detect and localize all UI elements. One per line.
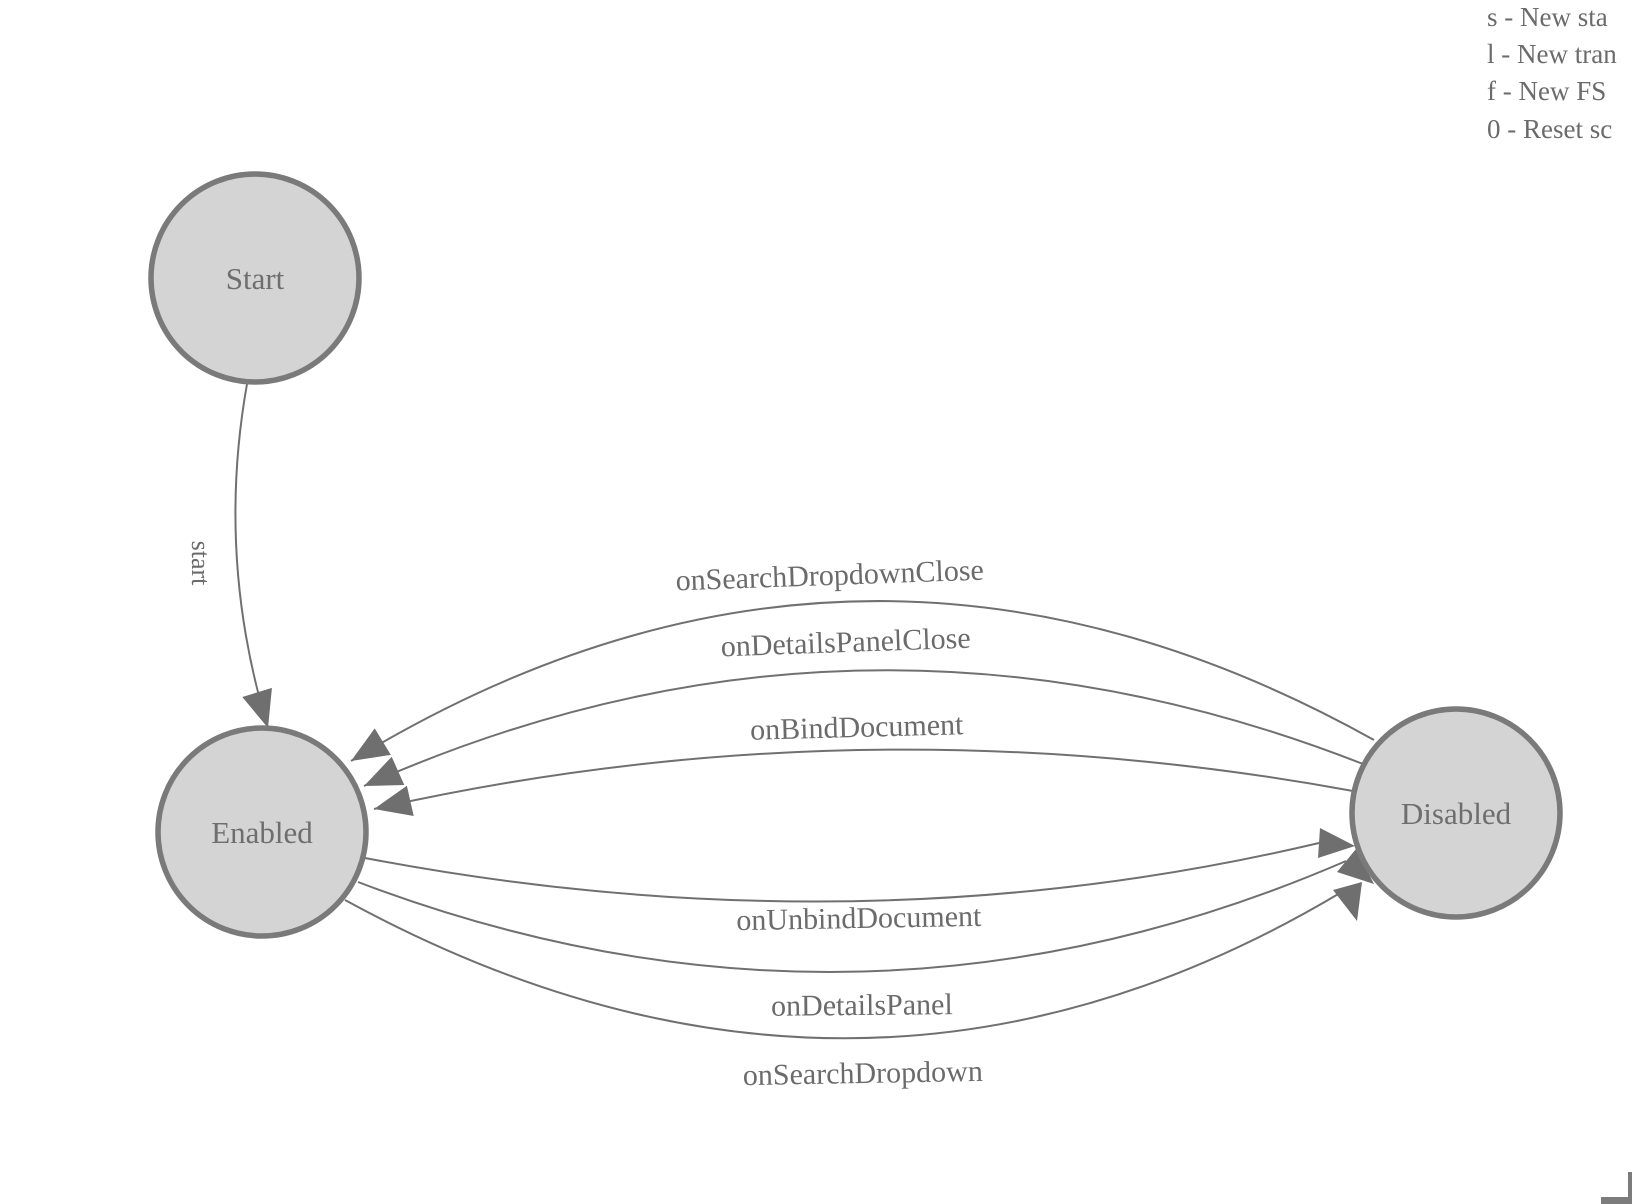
- transition-edge-onDetailsPanelClose[interactable]: [363, 669, 1364, 787]
- corner-frame-horizontal: [1601, 1197, 1632, 1204]
- transition-label-start[interactable]: start: [186, 541, 215, 587]
- canvas-corner-frame: [1601, 1172, 1632, 1204]
- transition-edge-onSearchDropdown[interactable]: [344, 892, 1341, 1040]
- transition-edge-start[interactable]: [234, 383, 272, 729]
- shortcut-legend: s - New sta l - New tran f - New FS 0 - …: [1487, 2, 1617, 144]
- transition-label-onSearchDropdownClose[interactable]: onSearchDropdownClose: [675, 554, 984, 598]
- transition-edge-onDetailsPanel[interactable]: [357, 860, 1347, 973]
- state-node-enabled[interactable]: [155, 725, 369, 939]
- transition-edge-onBindDocument[interactable]: [373, 748, 1354, 816]
- legend-line-reset: 0 - Reset sc: [1487, 114, 1612, 144]
- legend-line-new-transition: l - New tran: [1487, 39, 1617, 69]
- transition-label-onSearchDropdown[interactable]: onSearchDropdown: [743, 1055, 983, 1092]
- transition-label-onDetailsPanel[interactable]: onDetailsPanel: [771, 988, 953, 1023]
- state-node-start[interactable]: [148, 171, 362, 385]
- state-label-enabled: Enabled: [211, 815, 313, 850]
- transition-edge-onSearchDropdownClose[interactable]: [350, 600, 1375, 762]
- transition-label-onUnbindDocument[interactable]: onUnbindDocument: [736, 900, 982, 937]
- legend-line-new-fsm: f - New FS: [1487, 76, 1606, 106]
- transition-label-onDetailsPanelClose[interactable]: onDetailsPanelClose: [720, 622, 971, 664]
- state-label-start: Start: [226, 261, 285, 296]
- corner-frame-vertical: [1628, 1172, 1632, 1200]
- legend-line-new-state: s - New sta: [1487, 2, 1608, 32]
- state-node-disabled[interactable]: [1349, 706, 1563, 920]
- state-label-disabled: Disabled: [1401, 796, 1512, 831]
- arrowhead-icon: [1333, 882, 1362, 921]
- arrowhead-icon: [1318, 828, 1355, 858]
- arrowhead-icon: [1337, 849, 1374, 884]
- transition-edge-onUnbindDocument[interactable]: [364, 842, 1320, 903]
- transition-label-onBindDocument[interactable]: onBindDocument: [750, 708, 965, 747]
